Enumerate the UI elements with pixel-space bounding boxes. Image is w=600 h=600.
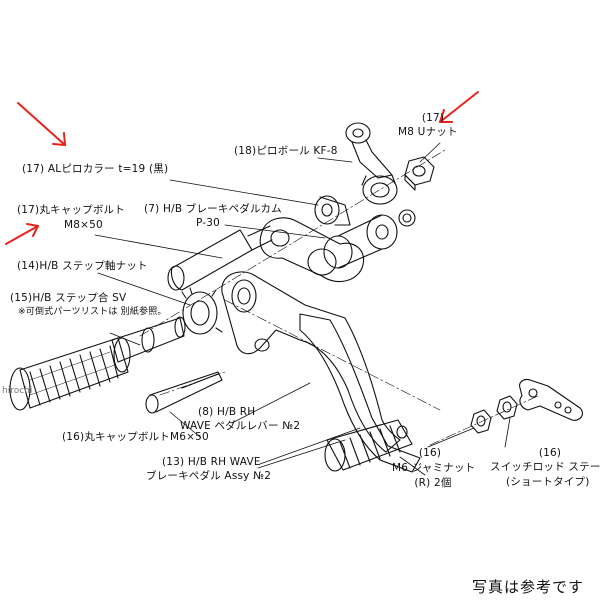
label-u-nut-number: (17) xyxy=(421,112,445,124)
label-step-sv-note: ※可倒式パーツリストは 別紙参照。 xyxy=(18,307,167,317)
label-cap-bolt-m8: (17)丸キャップボルト xyxy=(17,204,125,216)
cap-bolt-m6-part xyxy=(145,371,223,414)
label-pedal-cam-size: P-30 xyxy=(196,217,221,229)
brake-pedal-tip-part xyxy=(324,419,413,472)
label-step-shaft-nut: (14)H/B ステップ軸ナット xyxy=(17,260,148,272)
label-cap-bolt-m6: (16)丸キャップボルトM6×50 xyxy=(62,431,209,443)
label-jam-nut: M6 ジャミナット xyxy=(392,462,476,474)
m6-jam-nuts-part xyxy=(470,395,518,434)
arrow-cap-bolt xyxy=(5,223,39,245)
label-pedal-lever-name: WAVE ペダルレバー №2 xyxy=(180,420,301,432)
switch-rod-stay-part xyxy=(519,378,583,421)
label-switch-rod-number: (16) xyxy=(538,447,562,459)
pedal-lever-part xyxy=(221,271,401,453)
label-brake-pedal-assy: (13) H/B RH WAVE xyxy=(162,456,261,468)
step-shaft-nut-part xyxy=(181,287,223,335)
label-brake-pedal-assy-name: ブレーキペダル Assy №2 xyxy=(146,470,272,482)
label-u-nut: M8 Uナット xyxy=(398,126,458,138)
brake-pedal-assy-part xyxy=(299,313,421,473)
label-step-sv: (15)H/B ステップ合 SV xyxy=(10,292,127,304)
label-pedal-lever: (8) H/B RH xyxy=(198,406,256,418)
collar-part xyxy=(314,195,340,225)
arrow-u-nut xyxy=(439,91,479,123)
pillow-ball-part xyxy=(345,122,398,205)
footer-note: 写真は参考です xyxy=(472,578,585,596)
label-al-collar: (17) ALピロカラー t=19 (黒) xyxy=(22,163,169,175)
cam-cylinder-part xyxy=(323,214,398,269)
label-switch-rod-stay: スイッチロッド ステー xyxy=(490,461,600,473)
red-arrows xyxy=(5,91,479,245)
label-pedal-cam: (7) H/B ブレーキペダルカム xyxy=(144,203,282,215)
arrow-collar xyxy=(17,102,66,146)
label-pillow-ball: (18)ピロボール KF-8 xyxy=(234,145,338,157)
label-jam-nut-number: (16) xyxy=(418,447,442,459)
label-cap-bolt-m8-size: M8×50 xyxy=(64,219,103,231)
footpeg-part xyxy=(9,316,186,411)
label-jam-nut-qty: (R) 2個 xyxy=(414,477,452,489)
label-switch-rod-type: (ショートタイプ) xyxy=(506,476,590,488)
washer-part xyxy=(398,209,416,227)
cap-bolt-m8-part xyxy=(167,225,273,291)
pedal-cam-part xyxy=(259,217,364,283)
watermark: hirochi xyxy=(2,386,33,396)
axis-centrelines xyxy=(139,149,541,446)
m8-u-nut-part xyxy=(404,156,435,191)
